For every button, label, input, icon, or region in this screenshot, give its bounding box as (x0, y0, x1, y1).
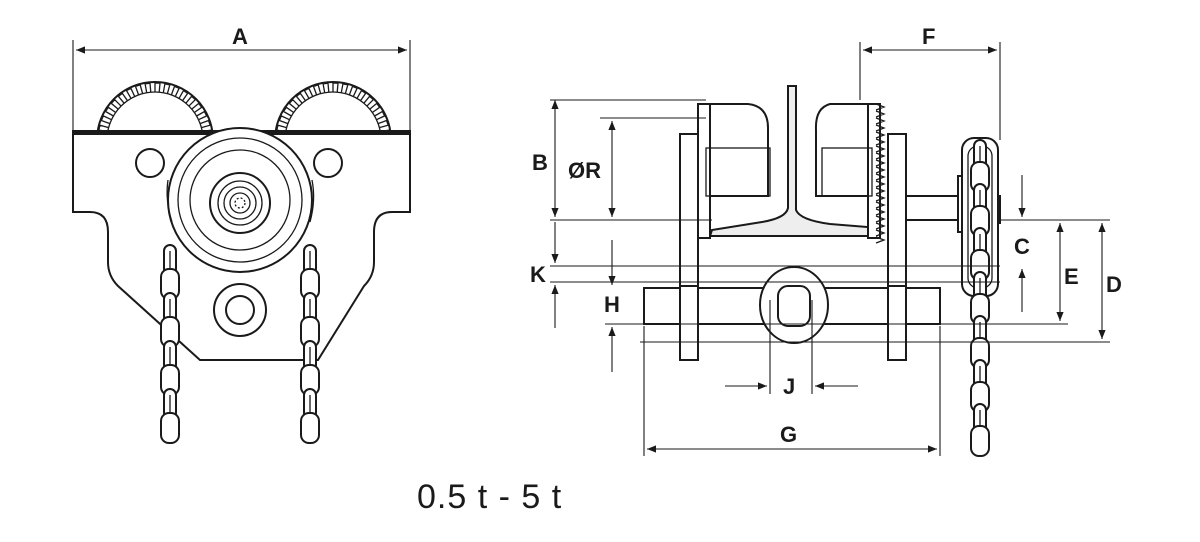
left-chain (160, 244, 180, 444)
side-view: F B ØR K H C E D J (530, 24, 1122, 457)
dim-label-d: D (1106, 272, 1122, 297)
capacity-range-caption: 0.5 t - 5 t (417, 478, 563, 516)
chain-link (300, 412, 320, 444)
dim-label-h: H (604, 292, 620, 317)
hand-chain (970, 139, 990, 457)
chain-wheel (166, 127, 315, 273)
dim-label-j: J (783, 374, 795, 399)
dim-label-a: A (232, 24, 248, 49)
dim-label-r: ØR (568, 158, 601, 183)
dim-label-f: F (922, 24, 935, 49)
dim-label-k: K (530, 262, 546, 287)
dim-label-c: C (1014, 234, 1030, 259)
chain-link (160, 412, 180, 444)
right-chain (300, 244, 320, 444)
chain-link (970, 425, 990, 457)
dim-label-e: E (1064, 264, 1079, 289)
dim-label-g: G (780, 422, 797, 447)
dim-label-b: B (532, 150, 548, 175)
front-view: A (72, 24, 411, 444)
